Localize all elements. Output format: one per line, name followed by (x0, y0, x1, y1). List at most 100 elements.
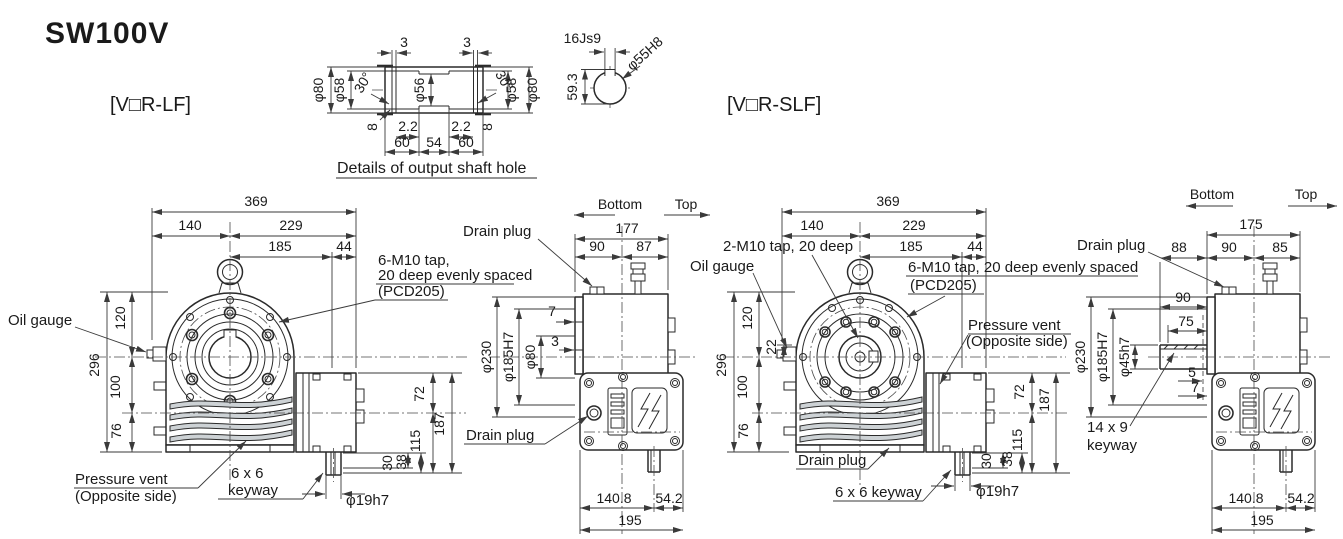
slf-input-keyway-note-2: keyway (1087, 437, 1138, 454)
variant-label-lf: [V□R-LF] (110, 94, 191, 116)
lf-front-fins (169, 396, 293, 443)
dim-slf-base-left: 140.8 (1228, 490, 1263, 506)
lf-side-bolts (584, 372, 680, 451)
dim-lf-shaft-len-short: 30 (379, 455, 395, 471)
slf-tap-note-1: 6-M10 tap, 20 deep evenly spaced (908, 259, 1138, 276)
lf-drain-bottom-label: Drain plug (466, 427, 534, 444)
dim-lf-side-width-left: 90 (589, 238, 605, 254)
dim-slf-shaft-dia: φ19h7 (976, 483, 1019, 500)
dim-len-mid: 54 (426, 134, 442, 150)
slf-front-view (723, 222, 1068, 488)
dim-slf-side-width-right: 85 (1272, 239, 1288, 255)
detail-shaft-end-view: 16Js9 59.3 φ55H8 (564, 30, 666, 108)
slf-shaft-tap-label: 2-M10 tap, 20 deep (723, 238, 853, 255)
dim-slf-shaft-usable: 75 (1178, 313, 1194, 329)
lf-input-shaft (325, 452, 342, 476)
dim-offset-right: 2.2 (451, 118, 471, 134)
dim-lf-width-total: 369 (244, 193, 268, 209)
slf-side-input-shaft (1159, 344, 1207, 370)
dim-dia-step-left: φ58 (331, 77, 347, 102)
slf-front-bolts (819, 316, 901, 398)
dim-groove-left: 3 (400, 34, 408, 50)
dim-slf-height-upper: 120 (739, 306, 755, 330)
dim-lf-side-width-total: 177 (615, 220, 639, 236)
dim-slf-width-flange: 44 (967, 238, 983, 254)
dim-slf-motor-lower: 115 (1009, 429, 1025, 452)
dim-offset-left: 2.2 (398, 118, 418, 134)
dim-slf-spigot-dia: φ185H7 (1094, 332, 1110, 383)
dim-depth-left: 8 (364, 123, 380, 131)
dim-lf-height-mid: 100 (107, 375, 123, 399)
lf-side-dimensions: Bottom Top 177 90 87 φ230 φ185H7 φ80 7 3… (463, 196, 710, 534)
slf-side-drain-bolt (1218, 405, 1234, 421)
dim-slf-base-total: 195 (1250, 512, 1274, 528)
lf-oil-gauge-label: Oil gauge (8, 312, 72, 329)
slf-side-drain-label: Drain plug (1077, 237, 1145, 254)
lf-front-view (95, 222, 470, 488)
dim-groove-right: 3 (463, 34, 471, 50)
dim-lf-width-left: 140 (178, 217, 202, 233)
dim-lf-motor-total: 187 (431, 412, 447, 436)
lf-bore-keyway-notch (223, 329, 237, 338)
dim-slf-width-right: 229 (902, 217, 926, 233)
lf-side-dir-top: Top (675, 196, 698, 212)
dim-lf-step-1: 7 (548, 303, 556, 319)
dim-slf-height-lower: 76 (735, 423, 751, 439)
dim-lf-shaft-dia: φ19h7 (346, 492, 389, 509)
dim-slf-flange-dia: φ230 (1072, 341, 1088, 374)
detail-caption: Details of output shaft hole (337, 160, 527, 177)
dim-slf-motor-total: 187 (1036, 388, 1052, 412)
dim-chamfer-angle-left: 30° (350, 69, 374, 95)
lf-tap-note-2: 20 deep evenly spaced (378, 267, 532, 284)
lf-side-flange-face (574, 296, 584, 375)
dim-dia-outer-left: φ80 (310, 77, 326, 102)
dim-bore-dia: φ55H8 (623, 33, 665, 74)
slf-side-dir-top: Top (1295, 186, 1318, 202)
dim-lf-flange-dia: φ230 (478, 341, 494, 374)
nameplate (607, 387, 628, 436)
lf-drain-top-label: Drain plug (463, 223, 531, 240)
dim-lf-width-inner: 185 (268, 238, 292, 254)
dim-depth-right: 8 (479, 123, 495, 131)
dim-lf-spigot-dia: φ185H7 (500, 332, 516, 383)
dim-lf-shaft-len-long: 38 (393, 454, 409, 470)
lf-side-view (489, 226, 695, 534)
dim-dia-step-right: φ58 (503, 77, 519, 102)
slf-drain-label: Drain plug (798, 452, 866, 469)
slf-vent-note-2: (Opposite side) (966, 333, 1068, 350)
dim-slf-width-total: 369 (876, 193, 900, 209)
lf-side-drain-bolt (586, 405, 602, 421)
dim-slf-width-left: 140 (800, 217, 824, 233)
slf-side-dimensions: Bottom Top 175 88 90 85 90 75 φ230 φ185H… (1072, 186, 1337, 534)
detail-dimensions: 3 3 φ80 φ58 30° φ56 30° φ58 φ80 8 2.2 2.… (310, 34, 540, 156)
breather-plug (630, 262, 646, 295)
lf-front-labels: Oil gauge 6-M10 tap, 20 deep evenly spac… (8, 252, 532, 505)
dim-len-left: 60 (394, 134, 410, 150)
lf-side-drain-boss (589, 286, 605, 295)
dim-lf-bore-dia: φ80 (522, 344, 538, 369)
detail-shaft-section (372, 64, 497, 116)
slf-motor-flange-box (925, 372, 995, 453)
slf-front-dimensions: 369 140 229 185 44 296 120 100 76 22 72 … (713, 193, 1070, 500)
dim-lf-height-upper: 120 (112, 306, 128, 330)
dim-keyway-width: 16Js9 (564, 30, 602, 46)
dim-slf-side-width-total: 175 (1239, 216, 1263, 232)
dim-slf-width-inner: 185 (899, 238, 923, 254)
high-voltage-emblem-slf (1263, 387, 1300, 434)
dim-lf-height-total: 296 (86, 353, 102, 377)
dim-slf-side-offset-left: 88 (1171, 239, 1187, 255)
dim-slf-height-total: 296 (713, 353, 729, 377)
lf-front-bolts (185, 306, 275, 408)
slf-front-labels: 2-M10 tap, 20 deep Oil gauge 6-M10 tap, … (690, 238, 1138, 502)
slf-oil-gauge-fitting (776, 346, 797, 362)
dim-dia-bore: φ56 (411, 77, 427, 102)
lf-tap-note-3: (PCD205) (378, 283, 445, 300)
breather-plug-slf (1262, 262, 1278, 295)
lf-motor-flange-box (295, 372, 365, 453)
slf-keyway-label: 6 x 6 keyway (835, 484, 922, 501)
dim-slf-side-width-left: 90 (1221, 239, 1237, 255)
dim-lf-motor-lower: 115 (407, 430, 423, 453)
slf-oil-gauge-label: Oil gauge (690, 258, 754, 275)
dim-lf-motor-upper: 72 (411, 386, 427, 402)
